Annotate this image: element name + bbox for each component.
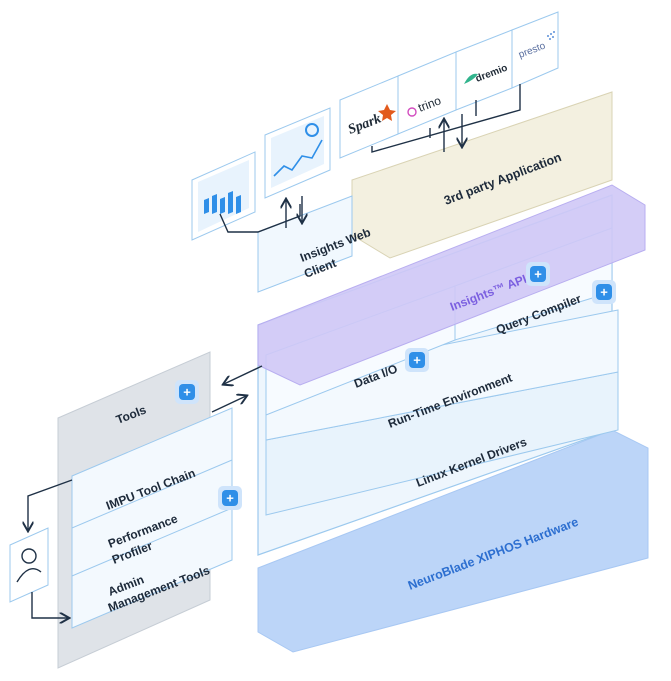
dremio-fish-icon [464,73,478,84]
svg-text:+: + [534,267,542,282]
runtime-layer [265,309,619,441]
trino-bunny-icon [407,107,417,117]
expand-query-compiler-button[interactable]: + [592,280,616,304]
third-party-application-layer: 3rd party Application [351,91,613,259]
user-avatar[interactable] [9,527,49,603]
svg-text:+: + [226,491,234,506]
donut-chart-icon [305,123,319,137]
dremio-card: dremio [455,29,513,111]
line-chart-icon [273,139,323,177]
svg-text:+: + [600,285,608,300]
spark-star-icon [378,104,396,121]
dashboard-thumbnail-2 [264,107,331,199]
tools-stack-connector [211,365,263,413]
svg-text:+: + [183,385,191,400]
spark-card: Spark [339,75,399,159]
presto-dots-icon [547,31,555,40]
expand-tools-button[interactable]: + [175,380,199,404]
trino-card: trino [397,51,457,135]
bar-chart-icon [204,190,241,215]
tool-card-impu [71,407,233,529]
expand-data-io-button[interactable]: + [405,348,429,372]
expand-impu-button[interactable]: + [218,486,242,510]
expand-insights-api-button[interactable]: + [526,262,550,286]
dashboard-thumbnail-1 [191,151,256,241]
dashboard-connectors [219,196,302,233]
engine-connectors [371,84,521,153]
tools-panel: Tools IMPU Tool Chain Performance Profil… [57,351,233,669]
svg-text:+: + [413,353,421,368]
user-icon [21,548,37,564]
hardware-layer: NeuroBlade XIPHOS Hardware [257,429,649,653]
presto-card: presto [511,11,559,89]
user-connectors [28,479,73,618]
